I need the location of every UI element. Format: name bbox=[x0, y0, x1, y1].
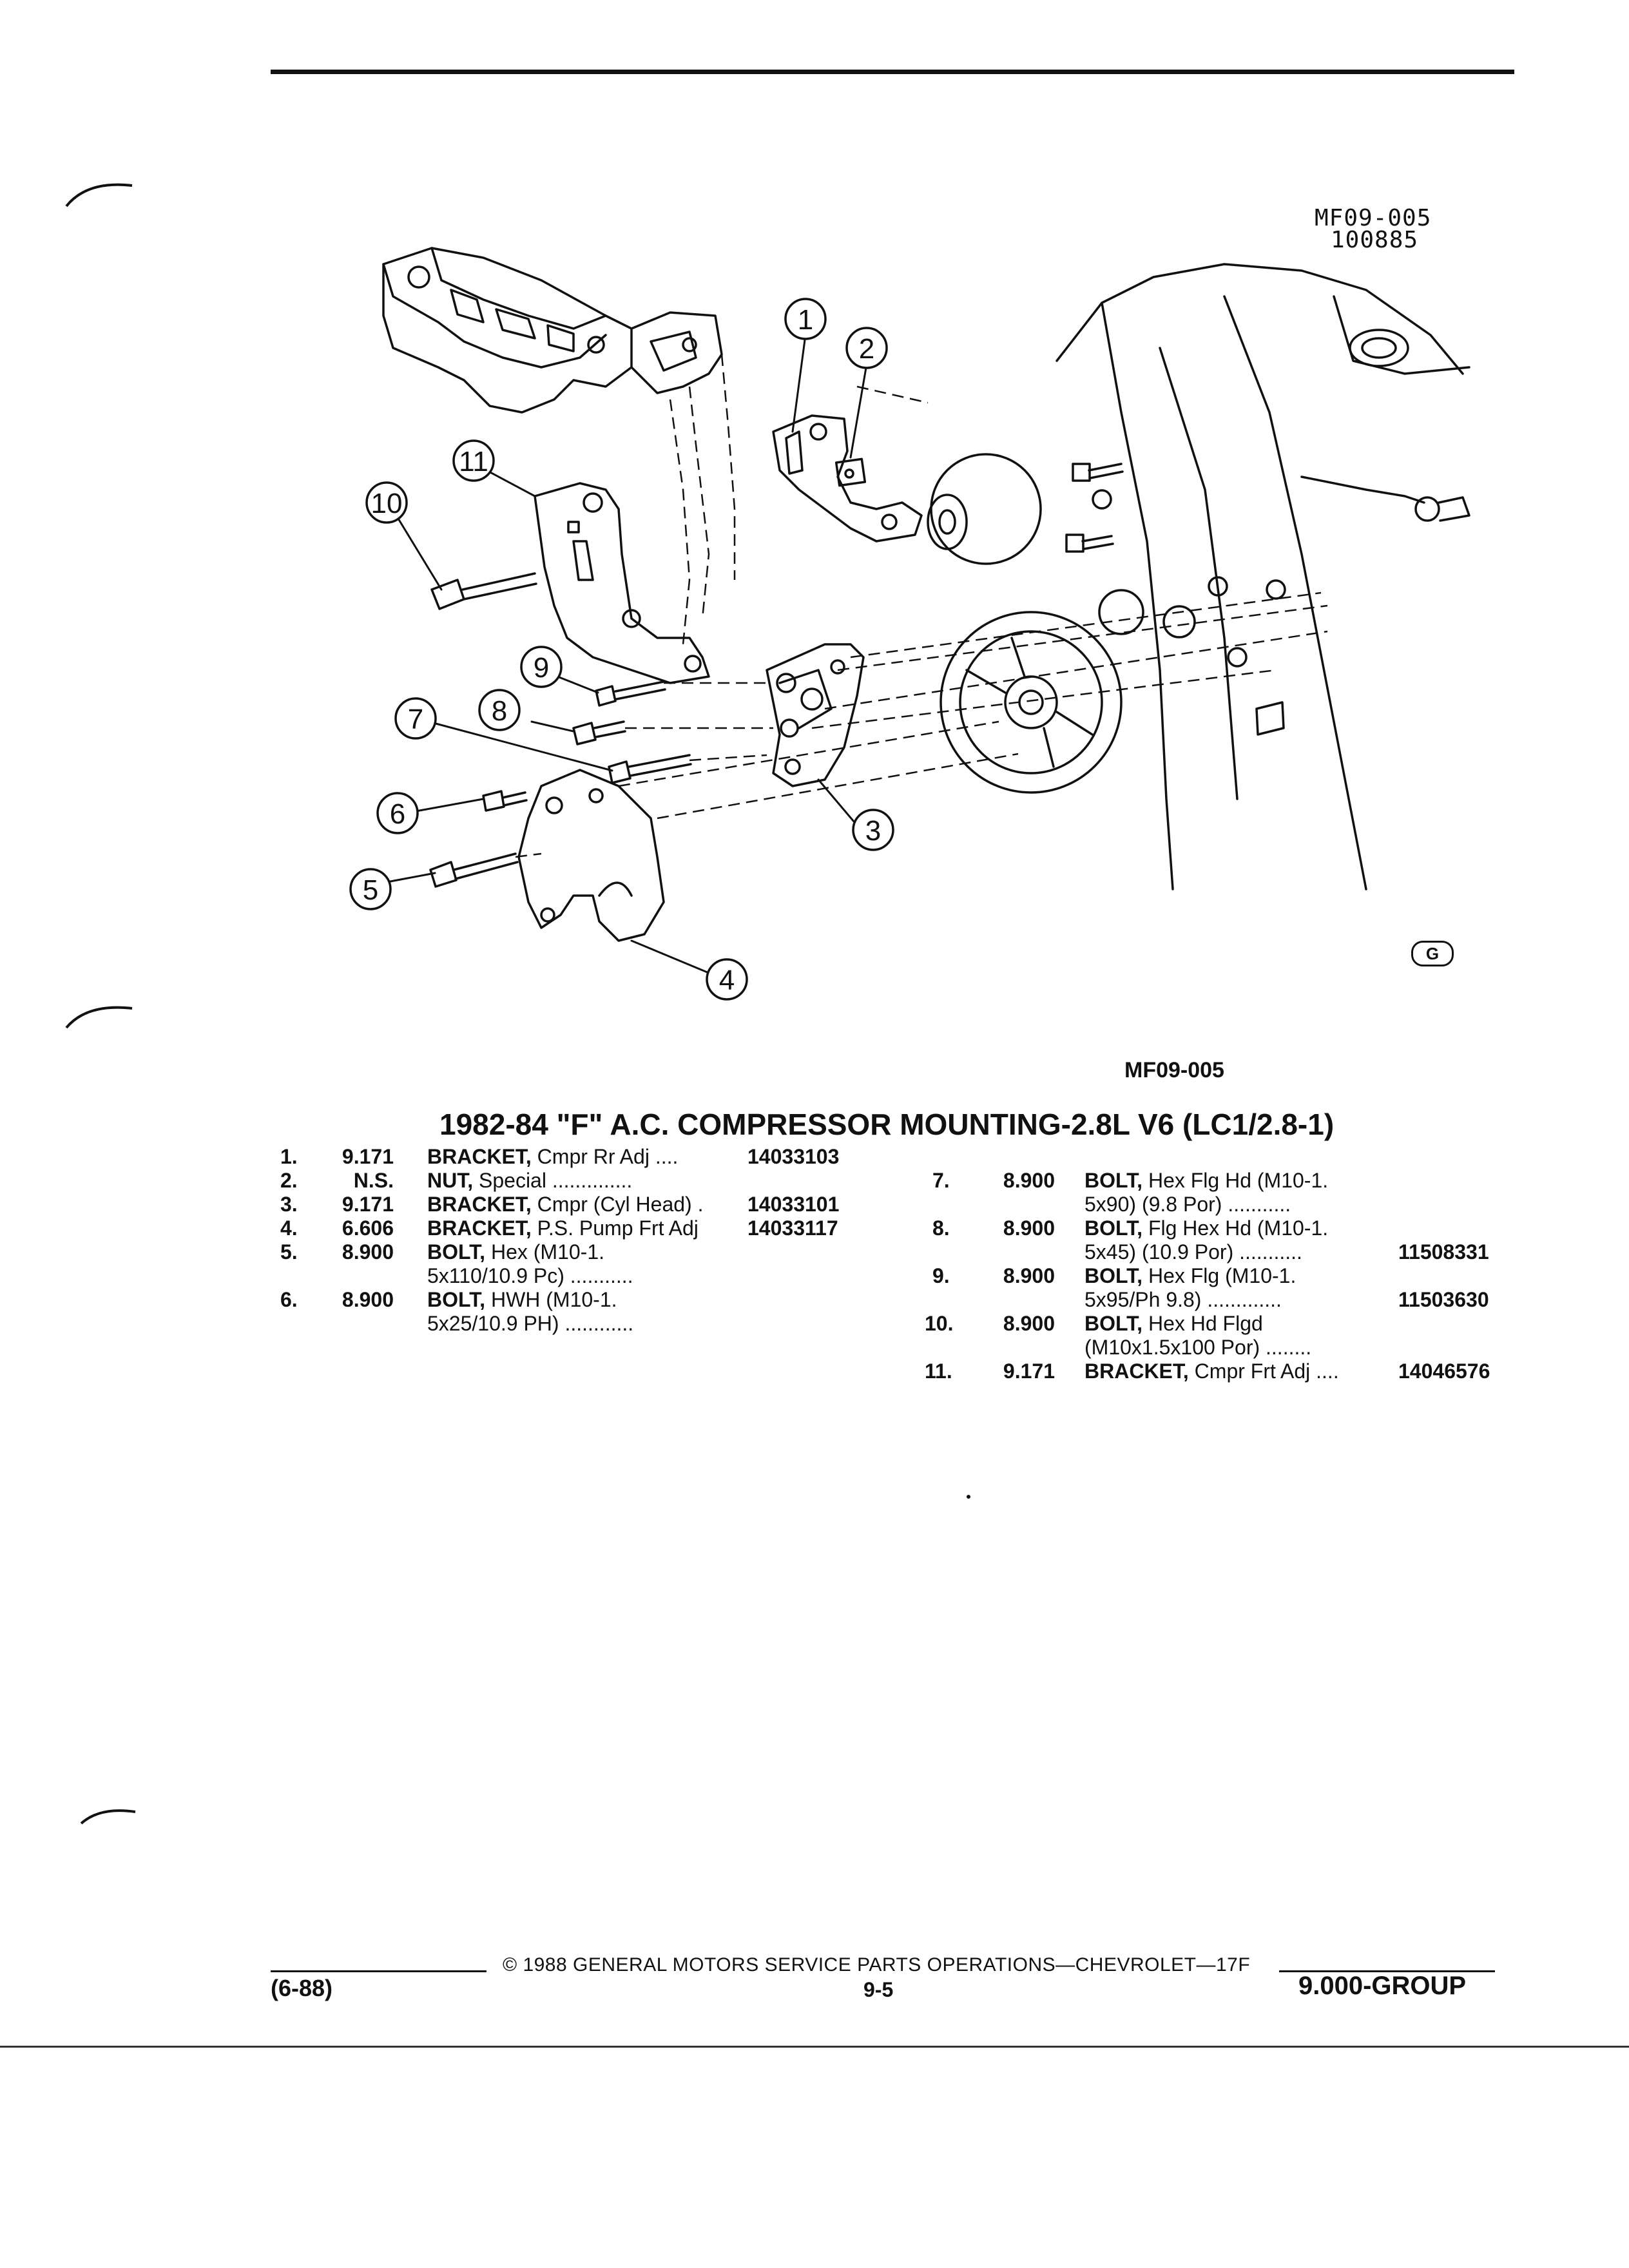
callout-6: 6 bbox=[376, 792, 419, 834]
footer-copyright: © 1988 GENERAL MOTORS SERVICE PARTS OPER… bbox=[503, 1954, 1251, 1975]
list-item: 11. 9.171 BRACKET, Cmpr Frt Adj .... 140… bbox=[925, 1360, 1490, 1383]
figure-code: MF09-005 bbox=[1315, 205, 1432, 231]
bolt-8 bbox=[572, 720, 626, 745]
svg-text:11: 11 bbox=[459, 446, 488, 477]
svg-text:1: 1 bbox=[798, 304, 813, 336]
list-item-continuation: 5x95/Ph 9.8) ............. 11503630 bbox=[1084, 1288, 1489, 1311]
svg-text:8: 8 bbox=[492, 695, 507, 727]
bolt-6 bbox=[482, 790, 528, 812]
footer-rule-left bbox=[271, 1970, 487, 1972]
callout-2: 2 bbox=[845, 327, 888, 369]
list-item: 8. 8.900 BOLT, Flg Hex Hd (M10-1. bbox=[932, 1216, 1329, 1240]
list-item: 10. 8.900 BOLT, Hex Hd Flgd bbox=[925, 1312, 1263, 1335]
part-11-bracket bbox=[534, 482, 710, 684]
list-item: 1. 9.171 BRACKET, Cmpr Rr Adj .... 14033… bbox=[280, 1145, 840, 1168]
figure-caption: MF09-005 bbox=[1124, 1058, 1224, 1082]
list-item-continuation: 5x45) (10.9 Por) ........... 11508331 bbox=[1084, 1240, 1489, 1264]
list-item: 3. 9.171 BRACKET, Cmpr (Cyl Head) . 1403… bbox=[280, 1193, 840, 1216]
svg-text:4: 4 bbox=[719, 965, 735, 996]
binder-hole-mark-bottom bbox=[80, 1809, 136, 1825]
list-item-continuation: 5x90) (9.8 Por) ........... bbox=[1084, 1193, 1291, 1216]
bolt-5 bbox=[429, 852, 519, 888]
list-item-continuation: (M10x1.5x100 Por) ........ bbox=[1084, 1336, 1312, 1359]
bolt-10 bbox=[430, 572, 537, 610]
print-speck bbox=[967, 1495, 970, 1499]
callout-8: 8 bbox=[478, 689, 521, 731]
parts-list-left: 1. 9.171 BRACKET, Cmpr Rr Adj .... 14033… bbox=[280, 1145, 892, 1336]
callout-1: 1 bbox=[784, 298, 827, 340]
callout-3: 3 bbox=[852, 809, 894, 851]
callout-9: 9 bbox=[520, 646, 563, 688]
list-item: 2. N.S. NUT, Special .............. bbox=[280, 1169, 633, 1192]
bolt-9 bbox=[595, 680, 666, 707]
svg-text:5: 5 bbox=[363, 874, 378, 906]
engine-outline bbox=[927, 263, 1470, 890]
svg-text:3: 3 bbox=[865, 815, 881, 847]
list-item: 4. 6.606 BRACKET, P.S. Pump Frt Adj 1403… bbox=[280, 1216, 838, 1240]
callout-leaders bbox=[382, 334, 868, 974]
svg-text:9: 9 bbox=[534, 652, 549, 684]
binder-hole-mark-middle bbox=[65, 1006, 133, 1029]
svg-text:6: 6 bbox=[390, 798, 405, 830]
exploded-view-illustration: 1 2 11 10 9 8 7 6 3 5 4 bbox=[349, 247, 1470, 1001]
upper-support-bracket bbox=[382, 247, 723, 414]
top-rule bbox=[271, 70, 1514, 74]
callout-5: 5 bbox=[349, 868, 392, 910]
corner-mark-letter: G bbox=[1425, 944, 1440, 963]
list-item: 5. 8.900 BOLT, Hex (M10-1. bbox=[280, 1240, 604, 1264]
bolt-7 bbox=[608, 754, 692, 784]
callout-7: 7 bbox=[394, 697, 437, 740]
part-3-bracket bbox=[766, 643, 865, 787]
callout-4: 4 bbox=[706, 958, 748, 1001]
svg-text:7: 7 bbox=[408, 704, 423, 735]
list-item-continuation: 5x25/10.9 PH) ............ bbox=[427, 1312, 634, 1335]
list-item: 6. 8.900 BOLT, HWH (M10-1. bbox=[280, 1288, 617, 1311]
footer-group: 9.000-GROUP bbox=[1298, 1972, 1467, 2000]
footer-date: (6-88) bbox=[271, 1975, 333, 2001]
footer-page-number: 9-5 bbox=[863, 1978, 894, 2001]
bottom-scan-edge bbox=[0, 2046, 1629, 2048]
footer-rule-right bbox=[1279, 1970, 1495, 1972]
list-item: 9. 8.900 BOLT, Hex Flg (M10-1. bbox=[932, 1264, 1296, 1287]
list-item: 7. 8.900 BOLT, Hex Flg Hd (M10-1. bbox=[932, 1169, 1329, 1192]
callout-10: 10 bbox=[365, 481, 408, 524]
callout-11: 11 bbox=[452, 439, 495, 482]
part-1-bracket bbox=[772, 414, 923, 543]
figure-date-code: 100885 bbox=[1331, 227, 1419, 253]
binder-hole-mark-top bbox=[65, 183, 133, 207]
svg-text:2: 2 bbox=[859, 333, 874, 365]
parts-list-right: 7. 8.900 BOLT, Hex Flg Hd (M10-1. 5x90) … bbox=[925, 1169, 1537, 1383]
svg-text:10: 10 bbox=[371, 488, 403, 519]
list-item-continuation: 5x110/10.9 Pc) ........... bbox=[427, 1264, 633, 1287]
part-2-nut bbox=[834, 457, 867, 487]
part-4-bracket bbox=[517, 769, 665, 942]
corner-mark: G bbox=[1411, 941, 1454, 966]
page-title: 1982-84 "F" A.C. COMPRESSOR MOUNTING-2.8… bbox=[439, 1108, 1335, 1141]
